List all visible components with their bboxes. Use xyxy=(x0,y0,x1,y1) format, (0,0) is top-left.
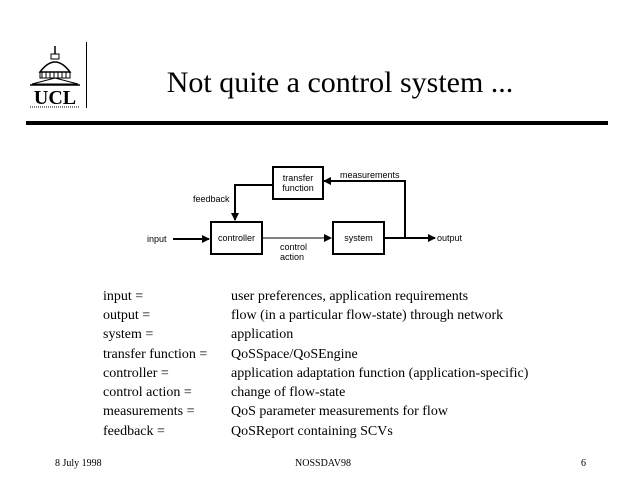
definition-row: output = flow (in a particular flow-state… xyxy=(103,308,503,324)
control-action-label: control action xyxy=(280,242,307,262)
definition-value: change of flow-state xyxy=(231,385,346,400)
definition-row: feedback = QoSReport containing SCVs xyxy=(103,424,393,440)
controller-box: controller xyxy=(210,221,263,255)
definition-row: control action = change of flow-state xyxy=(103,385,345,401)
definition-term: transfer function = xyxy=(103,347,208,362)
definition-value: application adaptation function (applica… xyxy=(231,366,529,381)
ucl-logo-text: UCL xyxy=(34,87,76,108)
definition-term: measurements = xyxy=(103,404,195,419)
transfer-label-line2: function xyxy=(282,183,314,193)
definition-term: feedback = xyxy=(103,424,165,439)
definition-row: controller = application adaptation funct… xyxy=(103,366,528,382)
input-label: input xyxy=(147,234,167,244)
footer-date: 8 July 1998 xyxy=(55,458,102,469)
definition-value: user preferences, application requiremen… xyxy=(231,289,469,304)
control-label-line1: control xyxy=(280,242,308,252)
logo-separator xyxy=(86,42,87,108)
definition-row: input = user preferences, application req… xyxy=(103,289,468,305)
measurements-arrow xyxy=(323,177,406,238)
definition-row: transfer function = QoSSpace/QoSEngine xyxy=(103,347,358,363)
output-label: output xyxy=(437,233,463,243)
definition-row: measurements = QoS parameter measurements… xyxy=(103,404,448,420)
definition-term: output = xyxy=(103,308,151,323)
definition-term: system = xyxy=(103,327,154,342)
transfer-label-line1: transfer xyxy=(282,173,314,183)
definition-row: system = application xyxy=(103,327,293,343)
definition-value: flow (in a particular flow-state) throug… xyxy=(231,308,504,323)
definition-value: QoSSpace/QoSEngine xyxy=(231,347,358,362)
definition-term: controller = xyxy=(103,366,169,381)
footer-event: NOSSDAV98 xyxy=(295,458,351,469)
title-rule xyxy=(26,121,608,125)
ucl-logo: UCL xyxy=(28,44,84,109)
slide-title: Not quite a control system ... xyxy=(166,66,514,99)
controller-label: controller xyxy=(217,233,255,243)
feedback-label: feedback xyxy=(193,194,230,204)
system-box: system xyxy=(332,221,385,255)
control-label-line2: action xyxy=(280,252,305,262)
definition-term: input = xyxy=(103,289,144,304)
definition-term: control action = xyxy=(103,385,192,400)
definition-value: application xyxy=(231,327,294,342)
definition-value: QoSReport containing SCVs xyxy=(231,424,393,439)
transfer-function-box: transfer function xyxy=(272,166,324,200)
feedback-arrow xyxy=(231,184,272,221)
system-label: system xyxy=(344,233,373,243)
footer-page-number: 6 xyxy=(581,458,586,469)
measurements-label: measurements xyxy=(340,170,400,180)
definition-value: QoS parameter measurements for flow xyxy=(231,404,448,419)
ucl-dome-icon: UCL xyxy=(30,46,80,109)
